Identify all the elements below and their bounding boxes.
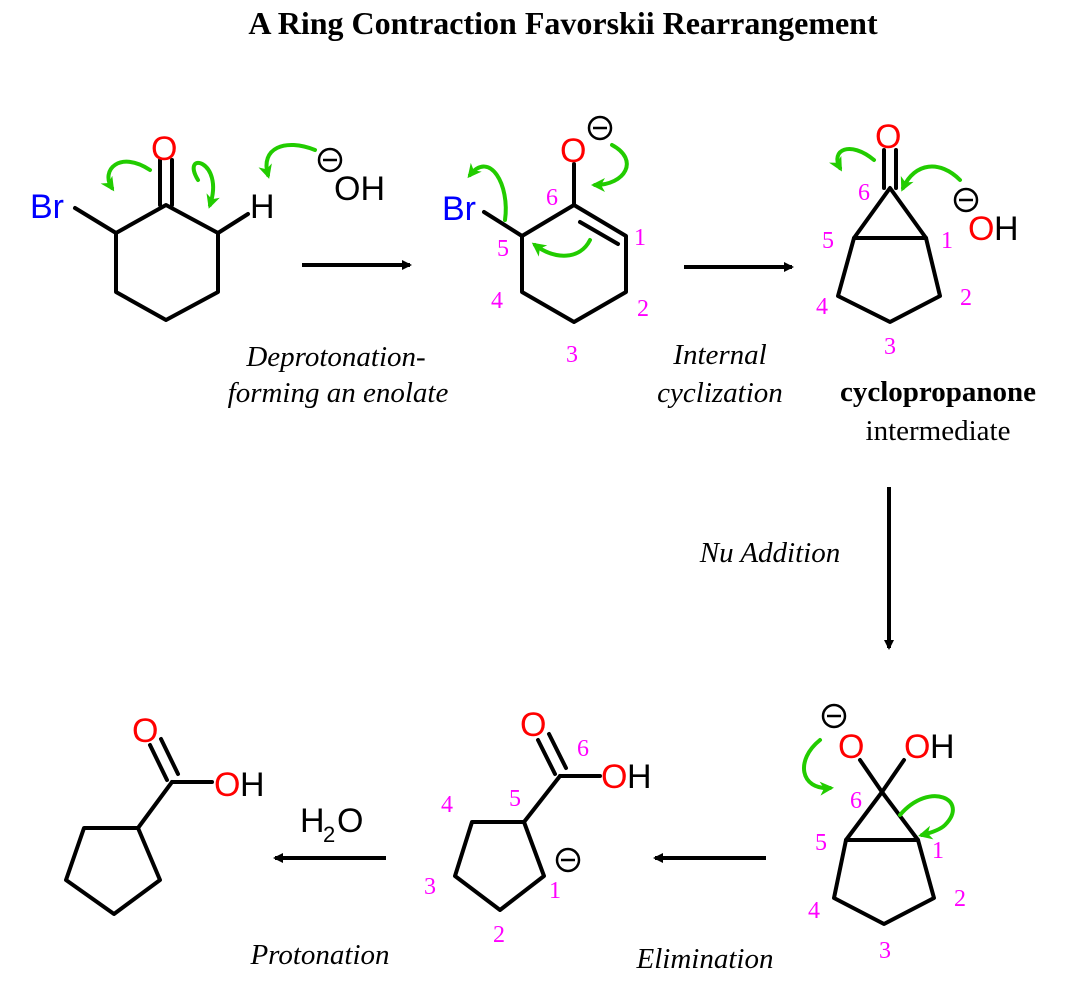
hydroxide-hydrogen: H	[994, 210, 1019, 248]
curly-arrow-icon	[900, 164, 962, 192]
carbon-number-6: 6	[577, 736, 589, 762]
hydroxyl-oxygen: O	[214, 766, 240, 804]
carbon-number-1: 1	[634, 225, 646, 251]
curly-arrow-icon	[100, 159, 152, 192]
oxygen-label: O	[520, 706, 546, 744]
enolate-ring	[520, 203, 628, 324]
hydroxyl-oxygen: O	[601, 758, 627, 796]
carbon-number-6: 6	[858, 180, 870, 206]
svg-text:H: H	[300, 802, 325, 840]
svg-text:O: O	[337, 802, 363, 840]
carbon-number-6: 6	[850, 788, 862, 814]
step3-label: Nu Addition	[699, 537, 840, 569]
cyclohexane-ring	[114, 203, 220, 322]
step1-label-line1: Deprotonation-	[245, 341, 425, 373]
curly-arrow-icon	[258, 143, 317, 179]
carbon-number-4: 4	[808, 898, 820, 924]
carbon-number-3: 3	[884, 334, 896, 360]
step4-label: Elimination	[636, 943, 774, 975]
carbon-number-1: 1	[941, 228, 953, 254]
step2-label-line1: Internal	[672, 339, 766, 371]
curly-arrow-icon	[802, 738, 834, 796]
carbon-number-5: 5	[509, 786, 521, 812]
curly-arrow-icon	[829, 147, 876, 172]
carbon-number-5: 5	[822, 228, 834, 254]
hydroxyl-hydrogen: H	[627, 758, 652, 796]
oxygen-label: O	[151, 130, 177, 168]
hydroxyl-hydrogen: H	[240, 766, 265, 804]
molecule-cyclopropanone: O O H 6 5 1 2 3 4	[816, 118, 1019, 360]
curly-arrow-icon	[591, 143, 629, 192]
carbon-number-3: 3	[879, 938, 891, 964]
carbon-number-2: 2	[637, 296, 649, 322]
molecule-cyclopentanecarboxylic-acid: O O H	[64, 712, 265, 916]
bromine-label: Br	[442, 190, 476, 228]
molecule-tetrahedral-intermediate: O O H 6 5 1 2 3 4	[802, 703, 966, 964]
carbon-number-2: 2	[493, 922, 505, 948]
oxygen-label: O	[875, 118, 901, 156]
curly-arrow-icon	[467, 162, 508, 222]
bromine-label: Br	[30, 188, 64, 226]
reagent-water: H 2 O	[300, 802, 363, 847]
carbon-number-5: 5	[497, 236, 509, 262]
carbon-number-3: 3	[566, 342, 578, 368]
curly-arrow-icon	[191, 160, 220, 209]
step2-label-line2: cyclization	[657, 377, 783, 409]
hydroxide-ion: OH	[317, 147, 385, 208]
oxygen-label: O	[560, 132, 586, 170]
carbon-number-1: 1	[549, 878, 561, 904]
svg-text:2: 2	[323, 822, 335, 847]
hydroxyl-oxygen: O	[904, 728, 930, 766]
carbon-number-4: 4	[441, 792, 453, 818]
intermediate-label-bold: cyclopropanone	[840, 376, 1036, 408]
diagram-title: A Ring Contraction Favorskii Rearrangeme…	[248, 5, 878, 41]
hydroxide-oxygen: O	[968, 210, 994, 248]
oxygen-label: O	[838, 728, 864, 766]
hydrogen-label: H	[250, 188, 275, 226]
curly-arrow-icon	[531, 238, 592, 258]
oxygen-label: O	[132, 712, 158, 750]
carbon-number-5: 5	[815, 830, 827, 856]
hydroxide-label: OH	[334, 170, 385, 208]
molecule-carbanion: O O H 6 5 4 3 2 1	[424, 706, 652, 948]
carbon-number-1: 1	[932, 838, 944, 864]
curly-arrow-icon	[898, 794, 955, 840]
intermediate-label: intermediate	[866, 415, 1011, 447]
step5-label: Protonation	[249, 939, 389, 971]
molecule-enolate: O Br 6 1 2 3 4 5	[442, 115, 649, 368]
carbon-number-2: 2	[960, 285, 972, 311]
carbon-number-4: 4	[491, 288, 503, 314]
carbon-number-3: 3	[424, 874, 436, 900]
hydroxyl-hydrogen: H	[930, 728, 955, 766]
molecule-bromocyclohexanone: O Br H OH	[30, 130, 385, 322]
carbon-number-2: 2	[954, 886, 966, 912]
carbon-number-4: 4	[816, 294, 828, 320]
carbon-number-6: 6	[546, 185, 558, 211]
step1-label-line2: forming an enolate	[228, 377, 449, 409]
